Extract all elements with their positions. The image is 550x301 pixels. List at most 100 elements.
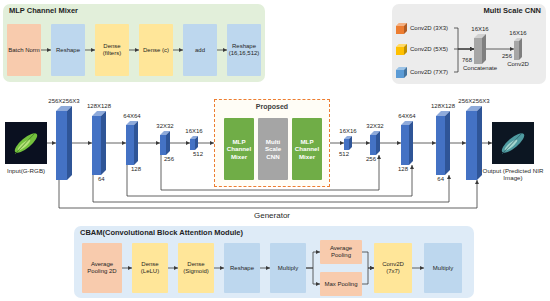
shape-face — [404, 44, 407, 55]
shape-face — [474, 38, 482, 64]
connector — [129, 50, 139, 51]
block-shape — [514, 38, 522, 60]
image-node: Input(G-RGB) — [5, 122, 47, 164]
connector — [47, 143, 56, 144]
connector — [454, 28, 474, 49]
connector — [106, 143, 126, 144]
shape-face — [396, 47, 404, 55]
region-title: Proposed — [215, 103, 329, 111]
slab-shape — [401, 121, 413, 165]
shape-face — [404, 67, 407, 78]
process-box: MLP Channel Mixer — [224, 118, 254, 180]
panel-ground — [74, 226, 474, 298]
image-caption: Output (Predicted NIR Image) — [482, 167, 544, 181]
shape-face — [404, 67, 407, 78]
channel-label: 256 — [366, 156, 376, 163]
layer-label: Conv2D — [507, 61, 529, 68]
box-label: Dense (filters) — [96, 43, 128, 57]
connector — [72, 143, 92, 144]
connector — [330, 143, 344, 144]
shape-face — [404, 44, 407, 55]
feature-map-slab: 128X12864 — [92, 111, 106, 175]
feature-map-slab: 128X12864 — [436, 111, 450, 175]
process-box: Multi Scale CNN — [258, 118, 288, 180]
shape-face — [519, 38, 522, 60]
box-label: Multi Scale CNN — [259, 138, 287, 159]
image-ground — [5, 122, 47, 164]
shape-face — [67, 106, 72, 180]
channel-label: 128 — [131, 166, 141, 173]
box-label: Dense (LeLU) — [133, 261, 167, 275]
process-box: Dense (filters) — [95, 24, 129, 76]
channel-label: 768 — [462, 57, 472, 64]
feature-map-slab: 16X16512 — [190, 136, 198, 150]
dimension-label: 256X256X3 — [48, 98, 79, 105]
panel-ground — [3, 4, 265, 82]
dimension-label: 16X16 — [509, 30, 526, 37]
shape-face — [134, 121, 138, 165]
dimension-label: 16X16 — [339, 128, 356, 135]
feature-map-slab: 32X32256 — [370, 131, 380, 155]
slab-shape — [56, 106, 72, 180]
connector — [168, 268, 178, 269]
channel-label: 64 — [437, 176, 444, 183]
shape-face — [166, 131, 170, 155]
slab-shape — [370, 131, 380, 155]
connector — [362, 268, 374, 284]
box-label: Dense (Sigmoid) — [179, 261, 213, 275]
process-box: Conv2D (7x7) — [374, 243, 412, 293]
shape-face — [404, 23, 407, 34]
box-label: Max Pooling — [324, 281, 357, 288]
dimension-label: 32X32 — [366, 123, 383, 130]
box-label: Dense (c) — [143, 47, 169, 54]
connector — [198, 143, 214, 144]
tensor-block: 16X16256Conv2D — [514, 38, 522, 60]
connector — [412, 268, 424, 269]
proposed-region: ProposedMLP Channel MixerMulti Scale CNN… — [214, 99, 330, 187]
output-image — [492, 122, 534, 164]
connector — [173, 50, 183, 51]
feature-map-slab: 32X32256 — [160, 131, 170, 155]
leaf-vein — [15, 133, 35, 154]
cube-shape — [396, 44, 407, 55]
connector — [380, 143, 401, 144]
slab-shape — [436, 111, 450, 175]
box-label: Multiply — [433, 265, 453, 272]
process-box: Reshape — [51, 24, 85, 76]
conv-cube: Conv2D (5X5) — [396, 42, 454, 56]
shape-face — [160, 135, 166, 155]
input-image — [5, 122, 47, 164]
connector — [41, 50, 51, 51]
layer-label: Concatenate — [463, 65, 497, 72]
dimension-label: 32X32 — [156, 123, 173, 130]
channel-label: 64 — [98, 176, 105, 183]
shape-face — [56, 111, 67, 180]
process-box: Reshape (16,16,512) — [227, 24, 261, 76]
shape-face — [514, 41, 519, 60]
connector — [214, 268, 224, 269]
connector — [85, 50, 95, 51]
slab-shape — [92, 111, 106, 175]
connector — [413, 143, 436, 144]
process-box: Dense (LeLU) — [132, 243, 168, 293]
box-label: Reshape — [56, 47, 80, 54]
dimension-label: 128X128 — [431, 103, 455, 110]
shape-face — [376, 131, 380, 155]
dimension-label: 16X16 — [185, 128, 202, 135]
layer-label: Conv2D (3X3) — [410, 25, 448, 32]
box-label: add — [195, 47, 205, 54]
panel-title: MLP Channel Mixer — [9, 7, 78, 16]
shape-face — [477, 106, 482, 180]
process-box: Dense (Sigmoid) — [178, 243, 214, 293]
shape-face — [409, 121, 413, 165]
process-box: Multiply — [270, 243, 306, 293]
layer-label: Conv2D (7X7) — [410, 69, 448, 76]
connector — [260, 268, 270, 269]
connector — [486, 49, 514, 50]
conv-cube: Conv2D (7X7) — [396, 65, 454, 79]
channel-label: 256 — [502, 53, 512, 60]
shape-face — [466, 111, 477, 180]
slab-shape — [466, 106, 482, 180]
shape-face — [445, 111, 450, 175]
